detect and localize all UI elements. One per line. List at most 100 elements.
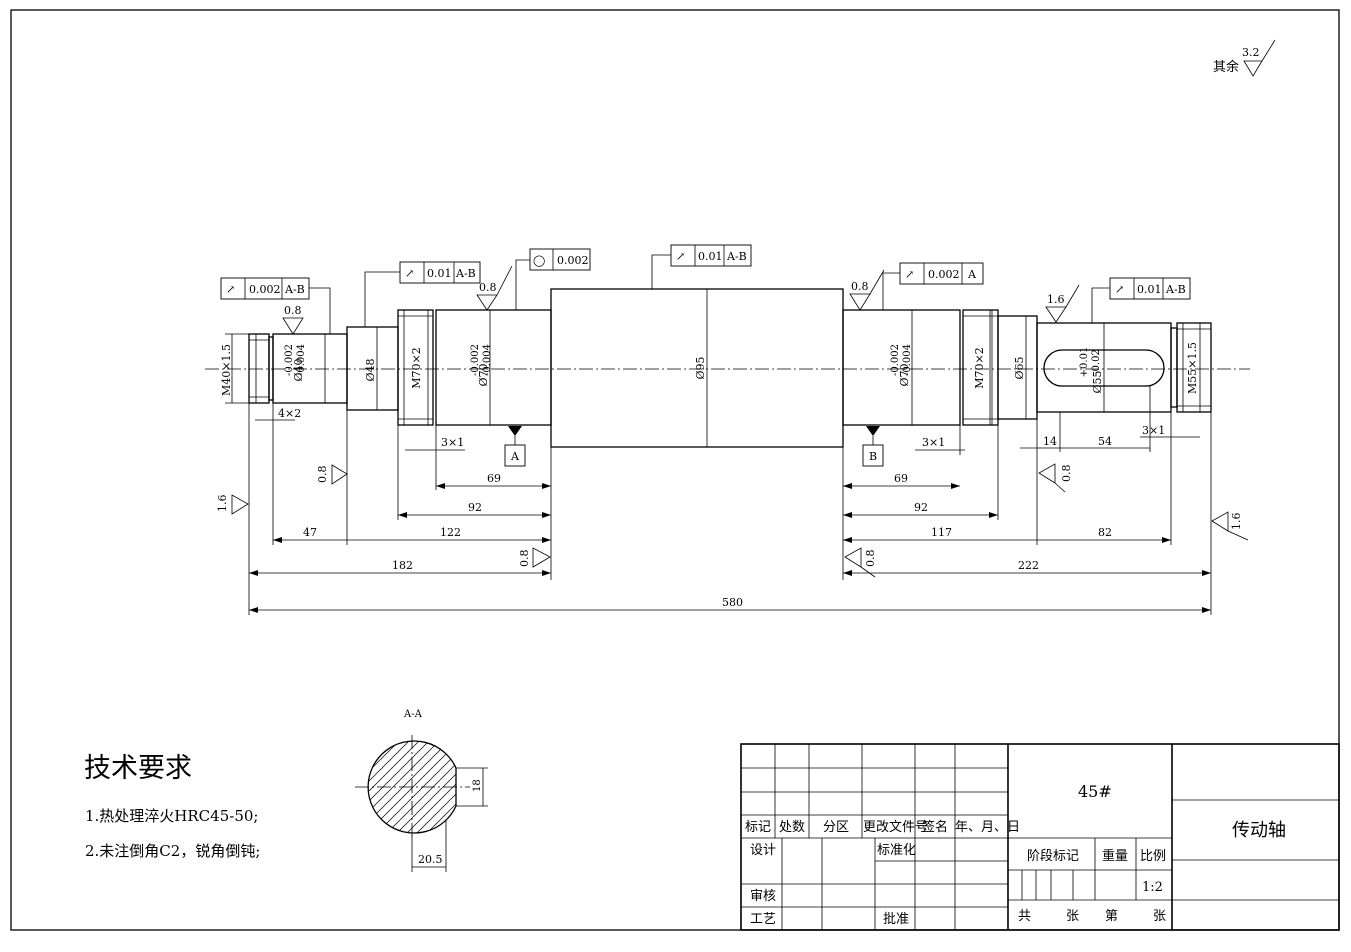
dim-d55-tol-lo: -0.02 [1091, 349, 1102, 375]
svg-text:批准: 批准 [883, 912, 909, 927]
section-dim-18: 18 [472, 779, 483, 792]
requirement-1: 1.热处理淬火HRC45-50; [85, 807, 258, 825]
tolerance-frame-3: ◯ 0.002 [515, 248, 591, 310]
requirements-title: 技术要求 [84, 753, 192, 784]
dim-92-a: 92 [468, 501, 482, 514]
dim-222: 222 [1018, 559, 1039, 572]
rest-value: 3.2 [1242, 46, 1260, 59]
svg-text:0.01: 0.01 [427, 267, 452, 280]
svg-text:共: 共 [1018, 909, 1031, 924]
svg-text:1.6: 1.6 [1230, 513, 1243, 531]
dim-82: 82 [1098, 526, 1112, 539]
tolerance-frame-4: ↗ 0.01 A-B [651, 244, 752, 289]
svg-text:第: 第 [1105, 909, 1118, 924]
rest-roughness: 其余 3.2 [1213, 39, 1276, 77]
svg-text:0.8: 0.8 [316, 466, 329, 484]
section-a-a: A-A 18 20.5 [355, 709, 488, 872]
runout-icon: ↗ [1115, 283, 1124, 296]
svg-text:A-B: A-B [1165, 283, 1186, 296]
dim-m70a: M70×2 [410, 347, 423, 388]
svg-text:0.002: 0.002 [249, 283, 281, 296]
svg-text:分区: 分区 [823, 820, 849, 835]
runout-icon: ↗ [405, 267, 414, 280]
svg-text:0.8: 0.8 [851, 280, 869, 293]
dim-117: 117 [931, 526, 952, 539]
svg-text:0.8: 0.8 [284, 304, 302, 317]
dim-182: 182 [392, 559, 413, 572]
svg-text:签名: 签名 [922, 819, 948, 835]
svg-text:审核: 审核 [750, 889, 776, 904]
dim-d40-tol-lo: -0.004 [296, 344, 307, 376]
dim-d70b: Ø70 [898, 363, 911, 386]
shaft-outline [248, 288, 1212, 448]
svg-text:1:2: 1:2 [1142, 880, 1163, 895]
svg-text:0.8: 0.8 [864, 550, 877, 568]
dim-69-a: 69 [487, 472, 501, 485]
dim-122: 122 [440, 526, 461, 539]
dim-m70b: M70×2 [973, 347, 986, 388]
svg-text:比例: 比例 [1140, 849, 1166, 864]
dim-d55-tol-up: +0.01 [1079, 347, 1090, 378]
dim-3x1-c: 3×1 [1142, 424, 1165, 437]
technical-requirements: 技术要求 1.热处理淬火HRC45-50; 2.未注倒角C2，锐角倒钝; [84, 753, 260, 860]
tolerance-frame-6: ↗ 0.01 A-B [1091, 277, 1191, 323]
dim-m55: M55×1.5 [1186, 342, 1199, 394]
dim-14: 14 [1043, 435, 1057, 448]
svg-text:A-B: A-B [455, 267, 476, 280]
material: 45# [1078, 782, 1112, 801]
requirement-2: 2.未注倒角C2，锐角倒钝; [85, 842, 260, 860]
svg-text:更改文件号: 更改文件号 [863, 820, 928, 835]
dim-d70b-tol-up: -0.002 [890, 344, 901, 376]
dim-3x1-b: 3×1 [922, 436, 945, 449]
svg-text:1.6: 1.6 [1047, 293, 1065, 306]
svg-text:阶段标记: 阶段标记 [1027, 849, 1079, 864]
svg-text:A-B: A-B [726, 250, 747, 263]
svg-text:A: A [510, 450, 520, 463]
svg-text:设计: 设计 [750, 843, 776, 858]
diameter-dims: M40×1.5 Ø40 -0.002 -0.004 Ø48 M70×2 Ø70 … [220, 289, 1201, 447]
dim-47: 47 [303, 526, 317, 539]
svg-text:标准化: 标准化 [877, 843, 916, 858]
svg-text:处数: 处数 [779, 820, 805, 835]
dim-d70b-tol-lo: -0.004 [902, 344, 913, 376]
svg-text:0.8: 0.8 [518, 550, 531, 568]
dim-d70a: Ø70 [477, 363, 490, 386]
svg-text:张: 张 [1066, 909, 1079, 924]
svg-text:0.01: 0.01 [698, 250, 723, 263]
cylindricity-icon: ◯ [533, 254, 545, 267]
datum-b: B [862, 426, 884, 467]
svg-text:重量: 重量 [1102, 848, 1128, 864]
svg-text:0.01: 0.01 [1137, 283, 1162, 296]
svg-text:标记: 标记 [745, 820, 771, 835]
svg-text:年、月、日: 年、月、日 [955, 820, 1020, 835]
dim-54: 54 [1098, 435, 1112, 448]
runout-icon: ↗ [226, 283, 235, 296]
title-block: 标记 处数 分区 更改文件号 签名 年、月、日 设计 标准化 审核 工艺 批准 … [740, 743, 1340, 931]
drawing-frame [10, 9, 1340, 931]
dim-d95: Ø95 [694, 356, 707, 379]
svg-text:A-B: A-B [284, 283, 305, 296]
part-name: 传动轴 [1232, 820, 1286, 841]
roughness-symbols: 0.8 0.8 0.8 1.6 0.8 0.8 0.8 0.8 1.6 1.6 [216, 265, 1249, 578]
dim-d40: Ø40 [292, 358, 305, 381]
dim-d55: Ø55 [1091, 370, 1104, 393]
svg-text:0.002: 0.002 [557, 254, 589, 267]
dim-d40-tol-up: -0.002 [284, 344, 295, 376]
svg-text:0.8: 0.8 [1060, 465, 1073, 483]
length-dims: 4×2 3×1 69 92 47 122 182 3×1 69 92 117 2… [248, 386, 1212, 615]
svg-text:0.8: 0.8 [479, 281, 497, 294]
tolerance-frame-2: ↗ 0.01 A-B [364, 261, 481, 327]
section-label: A-A [403, 709, 423, 720]
dim-d70a-tol-lo: -0.004 [482, 344, 493, 376]
svg-text:工艺: 工艺 [750, 912, 776, 927]
runout-icon: ↗ [905, 268, 914, 281]
svg-text:0.002: 0.002 [928, 268, 960, 281]
rest-label: 其余 [1213, 59, 1239, 75]
dim-580: 580 [722, 596, 743, 609]
tolerance-frame-1: ↗ 0.002 A-B [220, 277, 331, 334]
dim-d65: Ø65 [1013, 356, 1026, 379]
dim-92-b: 92 [914, 501, 928, 514]
dim-69-b: 69 [894, 472, 908, 485]
dim-4x2: 4×2 [278, 407, 301, 420]
dim-3x1-a: 3×1 [441, 436, 464, 449]
